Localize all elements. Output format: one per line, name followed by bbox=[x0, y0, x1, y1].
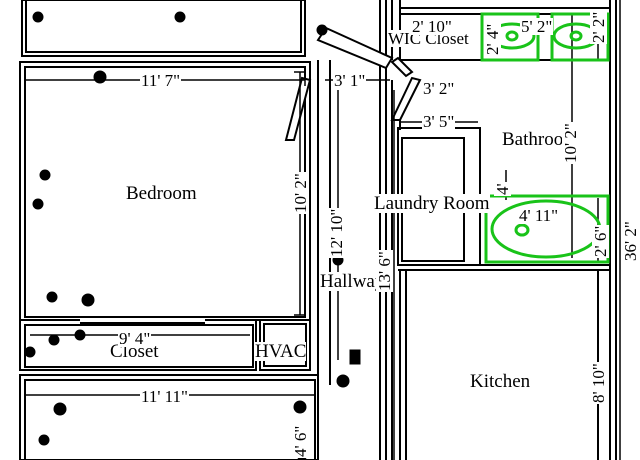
outlet-icon bbox=[174, 11, 186, 23]
sink-right-icon bbox=[550, 12, 610, 62]
outlet-icon bbox=[39, 169, 51, 181]
dim-laundry-height: 4' bbox=[493, 182, 512, 196]
dim-sink-width: 5' 2" bbox=[520, 17, 554, 36]
outlet-icon bbox=[74, 329, 86, 341]
dim-hall-width: 3' 1" bbox=[333, 71, 367, 90]
dim-hall-length: 12' 10" bbox=[327, 207, 346, 258]
outlet-icon bbox=[24, 346, 36, 358]
dim-closet-width: 9' 4" bbox=[118, 329, 152, 348]
outlet-icon bbox=[32, 11, 44, 23]
room-label-hallway: Hallway bbox=[320, 271, 385, 292]
dim-bottom-height: 4' 6" bbox=[291, 424, 310, 458]
dim-bedroom-width: 11' 7" bbox=[140, 71, 182, 90]
dim-wic-depth: 2' 4" bbox=[483, 22, 502, 56]
dim-tub-height: 2' 6" bbox=[591, 224, 610, 258]
outlet-icon bbox=[38, 434, 50, 446]
dim-left-height: 13' 6" bbox=[375, 250, 394, 292]
room-label-kitchen: Kitchen bbox=[470, 371, 531, 392]
dim-lower-width: 11' 11" bbox=[140, 387, 189, 406]
panel-icon bbox=[349, 349, 361, 365]
dim-bath-height: 10' 2" bbox=[561, 122, 580, 164]
dim-laundry-width: 3' 5" bbox=[422, 112, 456, 131]
room-label-bedroom: Bedroom bbox=[126, 183, 197, 204]
room-label-hvac: HVAC bbox=[255, 341, 307, 362]
outlet-icon bbox=[81, 293, 95, 307]
room-label-bathroom: Bathroom bbox=[502, 129, 578, 150]
sink-left-icon bbox=[480, 12, 540, 62]
door-bedroom bbox=[284, 76, 312, 141]
dim-sink-right: 2' 2" bbox=[589, 10, 608, 44]
door-wic bbox=[390, 56, 414, 78]
outlet-icon bbox=[32, 198, 44, 210]
dim-door-width: 3' 2" bbox=[422, 79, 456, 98]
outlet-icon bbox=[293, 400, 307, 414]
dim-bedroom-height: 10' 2" bbox=[291, 172, 310, 214]
dim-kitchen-height: 8' 10" bbox=[589, 362, 608, 404]
dim-tub-width: 4' 11" bbox=[518, 206, 560, 225]
outlet-icon bbox=[336, 374, 350, 388]
room-label-laundry: Laundry Room bbox=[374, 193, 490, 214]
dim-total-height: 36' 2" bbox=[621, 220, 640, 262]
outlet-icon bbox=[46, 291, 58, 303]
door-bath bbox=[390, 76, 422, 121]
outlet-icon bbox=[48, 334, 60, 346]
outlet-icon bbox=[53, 402, 67, 416]
outlet-icon bbox=[316, 24, 328, 36]
dim-wic-width: 2' 10" bbox=[411, 17, 453, 36]
outlet-icon bbox=[93, 70, 107, 84]
dimension-lines bbox=[24, 0, 621, 460]
